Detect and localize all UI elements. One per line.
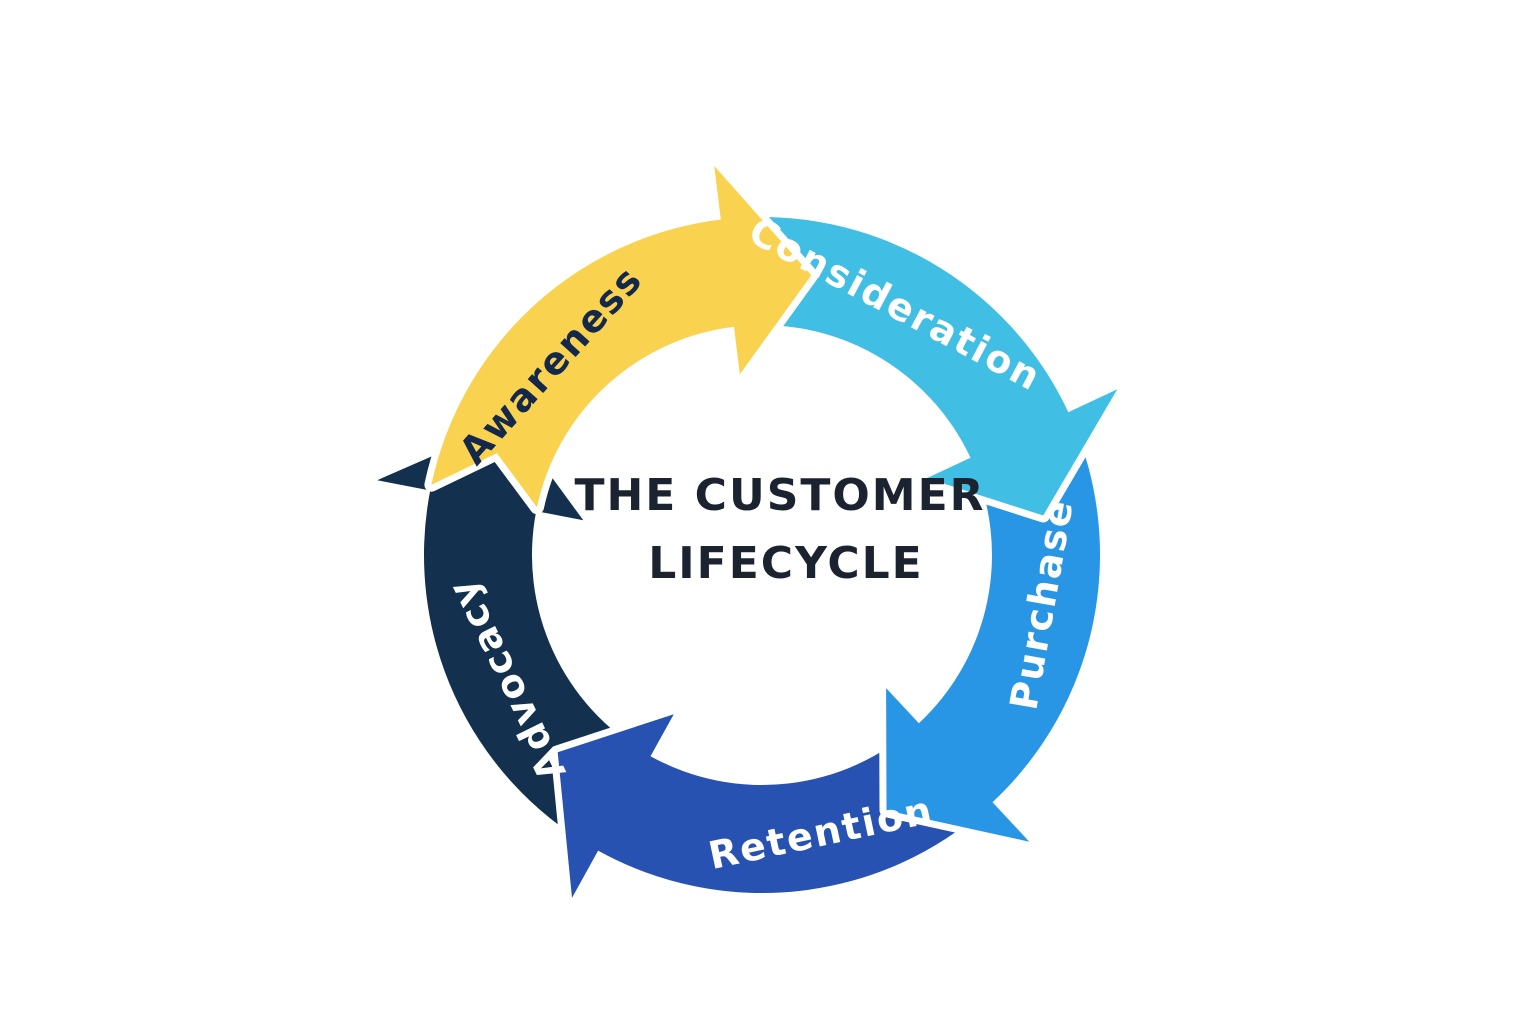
arrow-purchase [879, 410, 1107, 849]
stage-arrows [370, 158, 1125, 905]
center-title-line2: LIFECYCLE [648, 538, 924, 589]
arrow-awareness [424, 158, 819, 515]
arrow-consideration [719, 210, 1125, 523]
center-title-line1: THE CUSTOMER [574, 470, 985, 521]
